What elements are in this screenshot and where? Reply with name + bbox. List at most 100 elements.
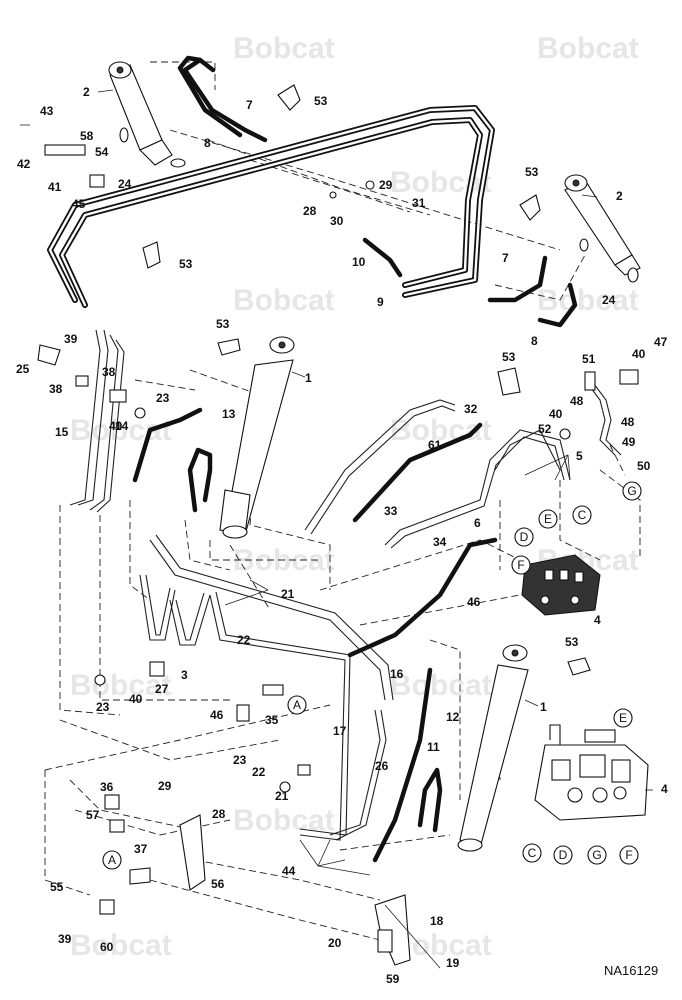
callout: 36 [100, 780, 114, 794]
callout: 14 [115, 419, 129, 433]
port-ref-f-1: F [511, 555, 531, 575]
watermark-text: Bobcat [390, 669, 492, 702]
callout: 53 [565, 635, 579, 649]
callout: 26 [375, 759, 389, 773]
callout: 48 [621, 415, 635, 429]
port-ref-label: E [544, 512, 552, 526]
port-ref-label: F [625, 848, 632, 862]
control-valve-large [534, 724, 649, 821]
port-ref-label: G [592, 848, 601, 862]
watermark-text: Bobcat [233, 32, 335, 65]
callout: 50 [637, 459, 651, 473]
callout: 52 [538, 422, 552, 436]
callout: 49 [622, 435, 636, 449]
callout: 21 [281, 587, 295, 601]
callout: 28 [212, 807, 226, 821]
watermark: Bobcat [537, 284, 639, 317]
callout: 55 [50, 880, 64, 894]
watermark: Bobcat [537, 32, 639, 65]
callout: 17 [333, 724, 347, 738]
watermark-text: Bobcat [233, 284, 335, 317]
port-ref-label: G [627, 484, 636, 498]
callout: 43 [40, 104, 54, 118]
callout: 31 [412, 196, 426, 210]
callout: 47 [654, 335, 668, 349]
cylinder-mid [219, 336, 295, 539]
watermark-text: Bobcat [390, 166, 492, 199]
port-ref-e-2: E [613, 708, 633, 728]
callout: 30 [330, 214, 344, 228]
callout: 40 [632, 347, 646, 361]
port-ref-g-2: G [587, 845, 607, 865]
callout: 28 [303, 204, 317, 218]
port-ref-a-1: A [287, 695, 307, 715]
callout: 3 [181, 668, 188, 682]
port-ref-a-2: A [102, 850, 122, 870]
port-ref-c-2: C [522, 843, 542, 863]
callout: 19 [446, 956, 460, 970]
port-ref-f-2: F [619, 845, 639, 865]
callout: 46 [210, 708, 224, 722]
callout: 7 [246, 98, 253, 112]
callout: 41 [48, 180, 62, 194]
port-ref-label: F [517, 558, 524, 572]
callout: 40 [549, 407, 563, 421]
callout: 32 [464, 402, 478, 416]
port-ref-label: D [520, 530, 529, 544]
callout: 13 [222, 407, 236, 421]
port-ref-label: A [108, 853, 116, 867]
callout: 57 [86, 808, 100, 822]
callout: 20 [328, 936, 342, 950]
callout: 53 [179, 257, 193, 271]
port-ref-label: E [619, 711, 627, 725]
callout: 39 [64, 332, 78, 346]
watermark-text: Bobcat [537, 284, 639, 317]
callout: 42 [17, 157, 31, 171]
callout: 39 [58, 932, 72, 946]
callout: 29 [379, 178, 393, 192]
watermark-text: Bobcat [233, 544, 335, 577]
rubber-hoses [47, 55, 578, 863]
port-ref-d-1: D [514, 527, 534, 547]
callout: 48 [570, 394, 584, 408]
callout: 22 [237, 633, 251, 647]
small-fittings [20, 84, 639, 969]
port-ref-label: D [559, 848, 568, 862]
callouts: 1 1 2 2 3 4 4 5 6 7 7 8 8 9 10 11 12 13 … [16, 85, 668, 986]
callout: 2 [616, 189, 623, 203]
callout: 46 [467, 595, 481, 609]
callout: 15 [55, 425, 69, 439]
callout: 4 [661, 782, 668, 796]
callout: 29 [158, 779, 172, 793]
callout: 25 [16, 362, 30, 376]
watermark-layer: Bobcat Bobcat Bobcat Bobcat Bobcat Bobca… [70, 32, 639, 962]
callout: 61 [428, 438, 442, 452]
callout: 4 [594, 613, 601, 627]
callout: 37 [134, 842, 148, 856]
callout: 21 [275, 789, 289, 803]
callout: 54 [95, 145, 109, 159]
callout: 8 [531, 334, 538, 348]
callout: 53 [216, 317, 230, 331]
callout: 51 [582, 352, 596, 366]
callout: 56 [211, 877, 225, 891]
callout: 38 [49, 382, 63, 396]
control-valve-small [521, 554, 601, 616]
callout: 45 [72, 197, 86, 211]
callout: 23 [233, 753, 247, 767]
cylinder-top-right [564, 174, 641, 283]
callout: 1 [305, 371, 312, 385]
callout: 18 [430, 914, 444, 928]
callout: 22 [252, 765, 266, 779]
watermark: Bobcat [390, 669, 492, 702]
callout: 40 [129, 692, 143, 706]
callout: 27 [155, 682, 169, 696]
callout: 8 [204, 136, 211, 150]
callout: 1 [540, 700, 547, 714]
callout: 38 [102, 365, 116, 379]
watermark: Bobcat [233, 284, 335, 317]
callout: 24 [602, 293, 616, 307]
callout: 40 [109, 419, 123, 433]
callout: 35 [265, 713, 279, 727]
callout: 44 [282, 864, 296, 878]
